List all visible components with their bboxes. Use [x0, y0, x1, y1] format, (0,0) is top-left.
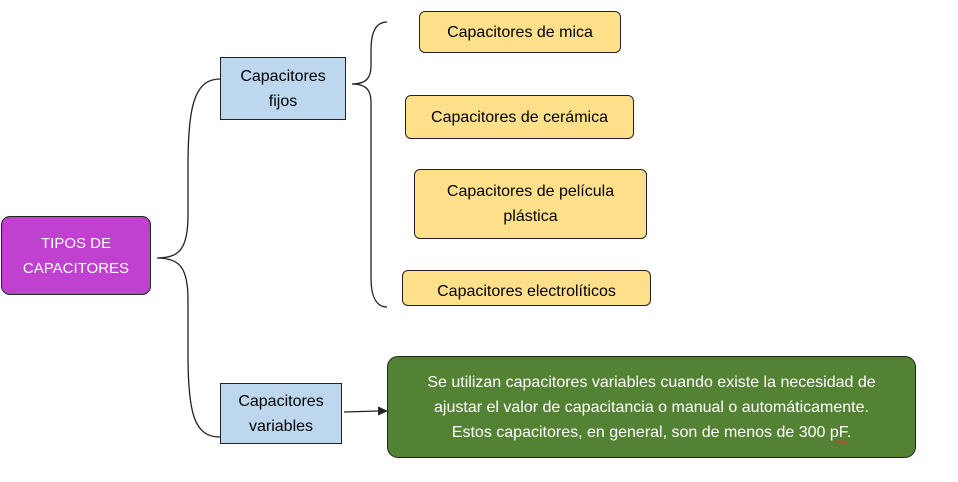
variables-description: Se utilizan capacitores variables cuando… [387, 356, 916, 458]
fijos-brace [351, 21, 388, 308]
root-label-line: CAPACITORES [22, 259, 130, 277]
variables-description-text: Se utilizan capacitores variables cuando… [427, 370, 875, 445]
fixed-type-label: Capacitores electrolíticos [437, 283, 616, 300]
fixed-type-label: Capacitores de película plástica [447, 179, 614, 229]
category-label-line: Capacitores [238, 392, 324, 410]
category-label-line: variables [248, 417, 314, 435]
root-label: TIPOS DE CAPACITORES [23, 231, 129, 281]
category-fijos-label: Capacitores fijos [240, 64, 325, 114]
variables-arrow-head [378, 406, 388, 416]
category-variables: Capacitores variables [220, 383, 342, 444]
category-fijos: Capacitores fijos [220, 57, 346, 120]
fixed-type-label: Capacitores de cerámica [431, 108, 608, 126]
fixed-type-electroliticos: Capacitores electrolíticos [402, 270, 651, 306]
category-variables-label: Capacitores variables [238, 389, 323, 439]
root-label-line: TIPOS DE [40, 234, 111, 252]
root-brace [156, 78, 221, 438]
fixed-type-mica: Capacitores de mica [419, 11, 621, 53]
fixed-type-ceramica: Capacitores de cerámica [405, 95, 634, 139]
description-trailing-period: . [846, 423, 852, 441]
fixed-type-label-line: plástica [503, 208, 558, 225]
variables-arrow-line [343, 410, 379, 413]
fixed-type-pelicula-plastica: Capacitores de película plástica [414, 169, 647, 239]
description-line: Se utilizan capacitores variables cuando… [427, 373, 876, 391]
description-line: Estos capacitores, en general, son de me… [427, 420, 875, 445]
spelling-flagged-word: pF [829, 423, 847, 441]
description-line: ajustar el valor de capacitancia o manua… [434, 398, 869, 416]
fixed-type-label: Capacitores de mica [447, 23, 593, 41]
category-label-line: Capacitores [240, 67, 326, 85]
root-node: TIPOS DE CAPACITORES [1, 216, 151, 295]
category-label-line: fijos [268, 92, 298, 110]
description-line-text: Estos capacitores, en general, son de me… [451, 423, 830, 441]
fixed-type-label-line: Capacitores de película [446, 183, 615, 200]
